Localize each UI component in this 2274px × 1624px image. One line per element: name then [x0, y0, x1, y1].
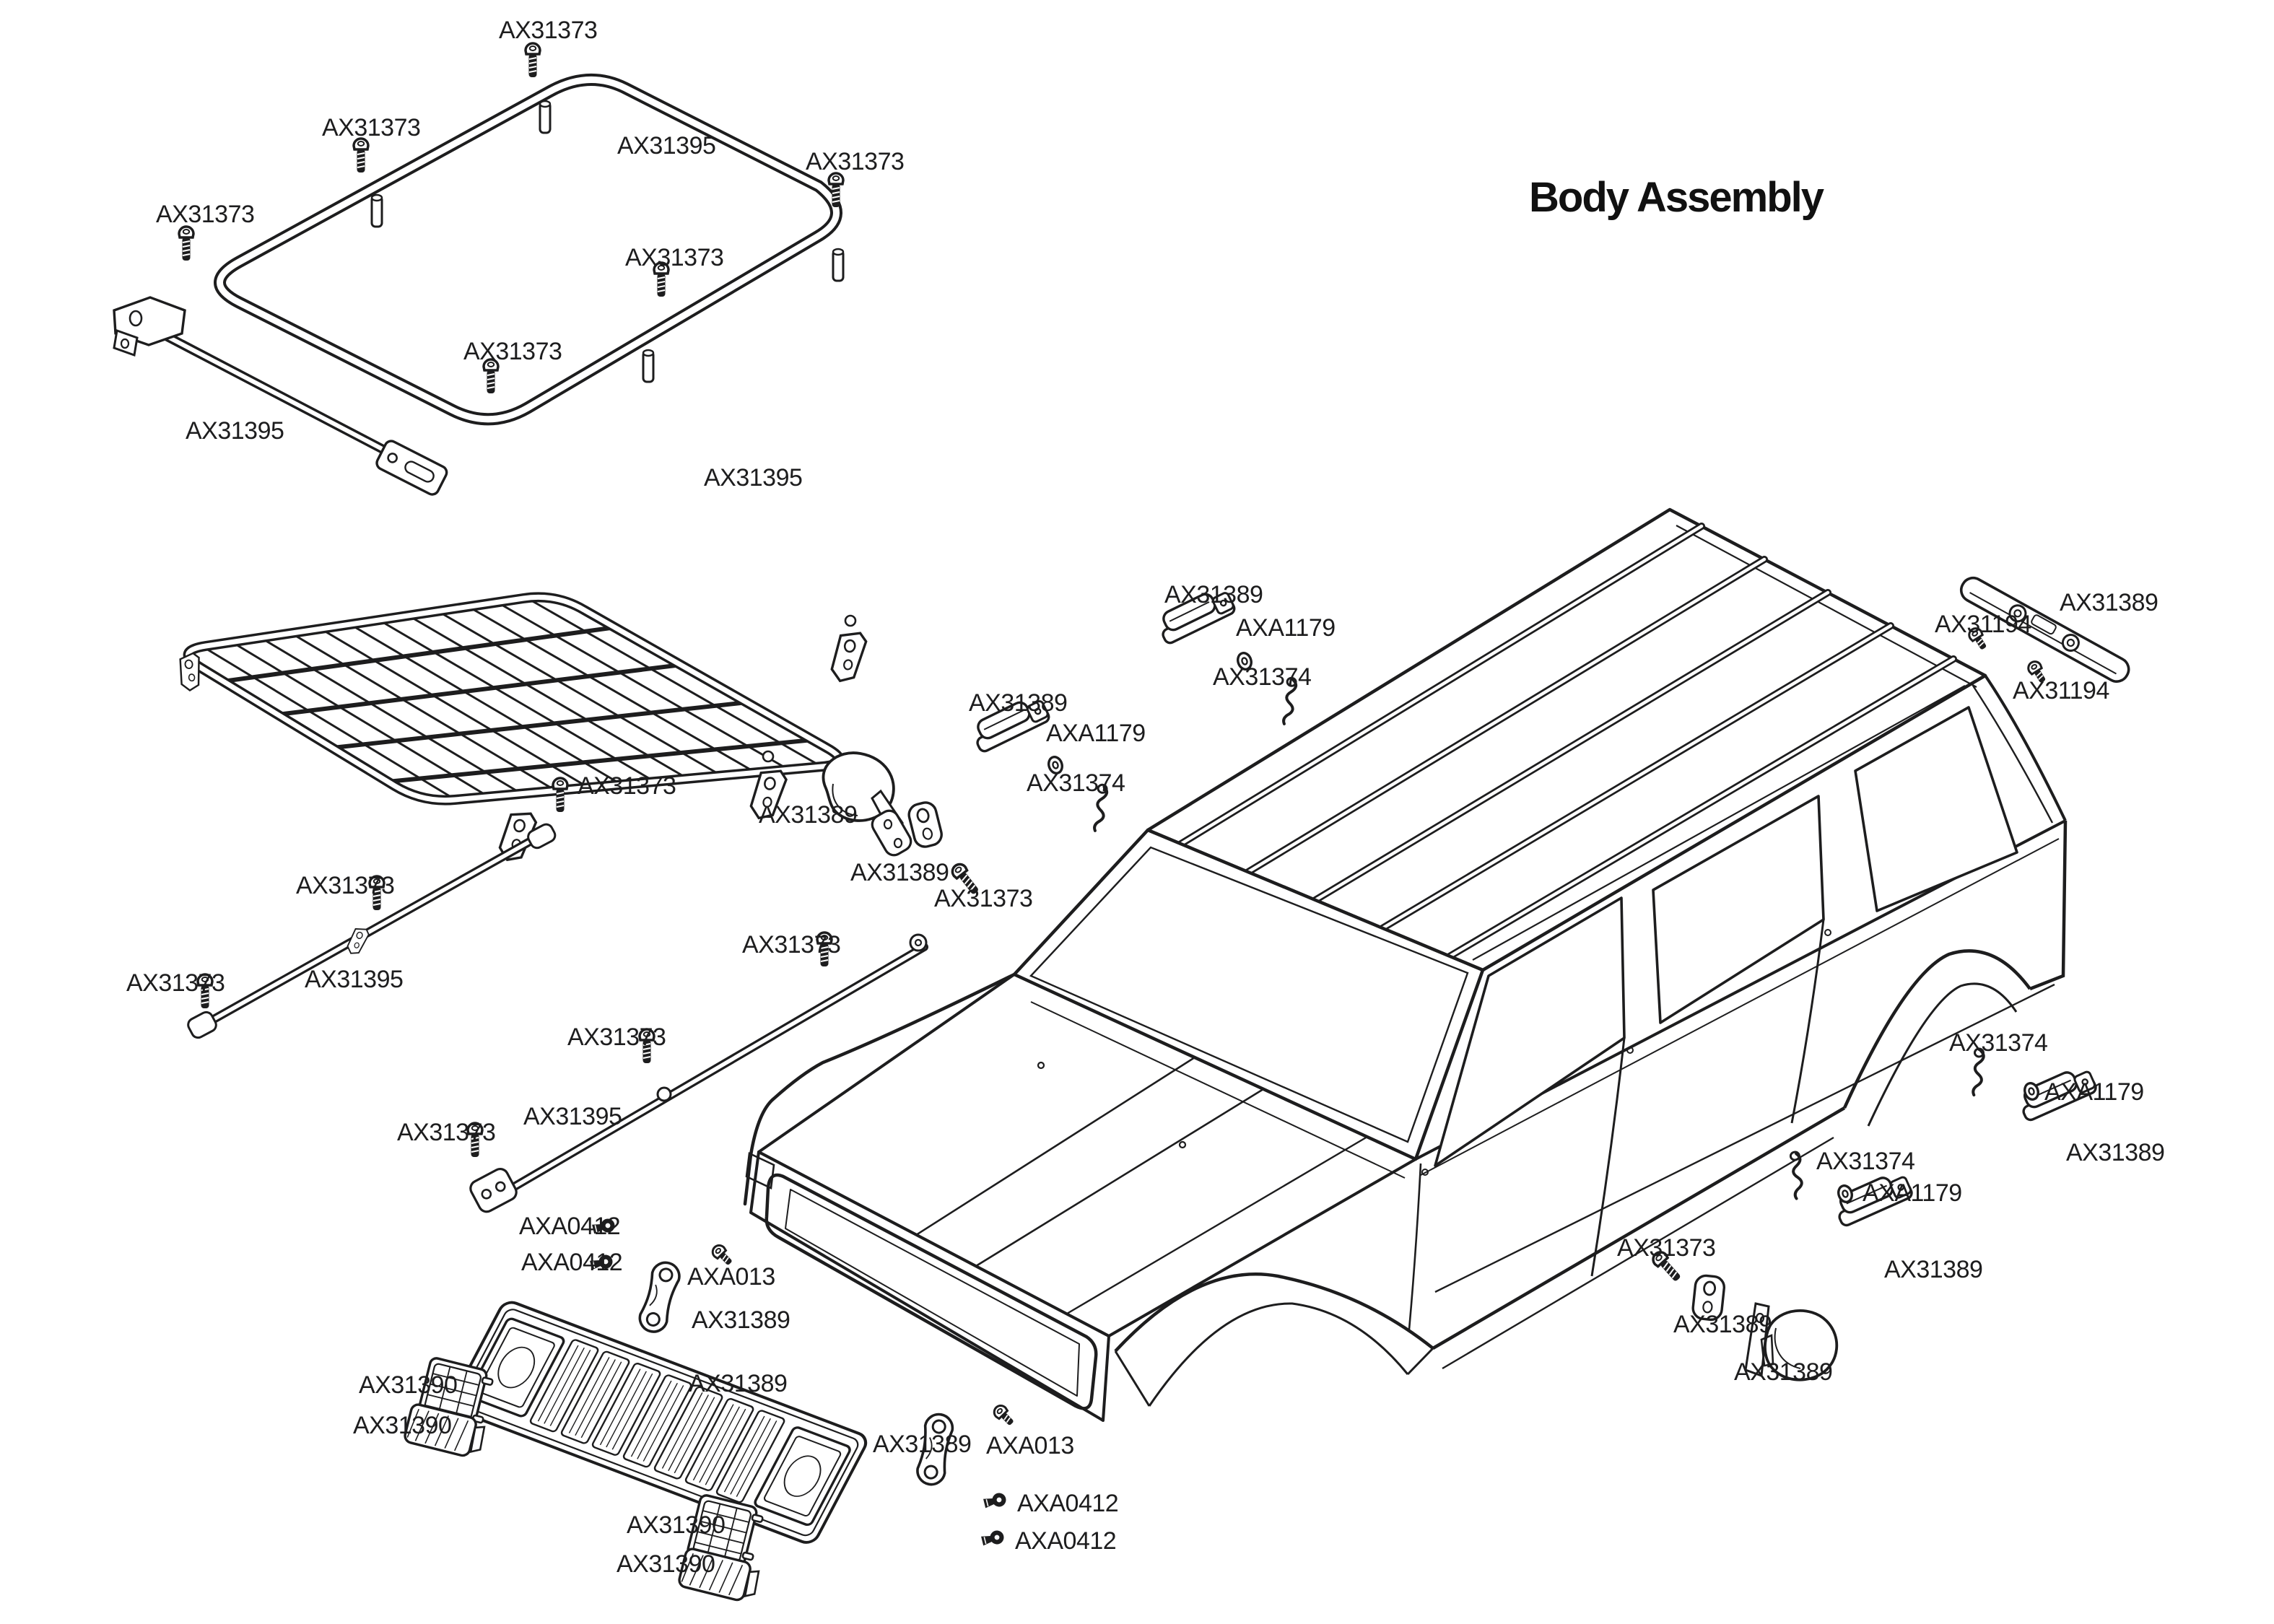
- part-label-ax31395-8: AX31395: [704, 464, 803, 492]
- screw-ax31373: [524, 42, 541, 79]
- part-label-ax31390-42: AX31390: [359, 1371, 458, 1399]
- part-label-axa0412-39: AXA0412: [521, 1249, 623, 1276]
- left-mirror-mount: [907, 801, 943, 848]
- part-label-axa0412-48: AXA0412: [1015, 1527, 1117, 1555]
- part-label-axa1179-14: AXA1179: [1236, 614, 1336, 642]
- part-label-ax31373-4: AX31373: [156, 201, 255, 228]
- part-label-ax31373-23: AX31373: [567, 1023, 666, 1051]
- part-label-ax31389-37: AX31389: [1734, 1358, 1833, 1386]
- rail-end-plate: [469, 1167, 518, 1213]
- part-label-axa013-46: AXA013: [986, 1432, 1074, 1459]
- screw-axa013: [990, 1402, 1018, 1430]
- part-label-ax31389-13: AX31389: [1164, 581, 1263, 608]
- roof-rack-frame: [214, 73, 845, 426]
- part-label-ax31373-35: AX31373: [1617, 1234, 1716, 1262]
- latch-dogbone-1: [635, 1258, 684, 1337]
- part-label-axa013-40: AXA013: [687, 1263, 775, 1291]
- part-label-ax31389-36: AX31389: [1673, 1311, 1772, 1338]
- part-label-ax31373-3: AX31373: [806, 148, 905, 175]
- part-label-ax31373-19: AX31373: [296, 872, 395, 899]
- part-label-ax31390-49: AX31390: [627, 1511, 726, 1539]
- part-label-ax31373-1: AX31373: [322, 114, 421, 141]
- part-label-ax31373-12: AX31373: [934, 885, 1033, 912]
- part-label-ax31395-24: AX31395: [523, 1103, 622, 1130]
- car-body: [743, 507, 2068, 1422]
- roof-rack-crossbar: [113, 296, 448, 496]
- part-label-ax31395-20: AX31395: [305, 966, 404, 993]
- crossbar-bracket: [113, 296, 186, 357]
- part-label-axa1179-30: AXA1179: [2044, 1078, 2144, 1106]
- part-label-ax31373-9: AX31373: [578, 772, 676, 800]
- part-label-axa0412-47: AXA0412: [1017, 1490, 1119, 1517]
- part-label-ax31389-34: AX31389: [1884, 1256, 1983, 1283]
- left-mirror: [822, 751, 912, 857]
- part-label-ax31373-22: AX31373: [742, 931, 841, 959]
- part-label-axa1179-33: AXA1179: [1863, 1179, 1962, 1207]
- screw-axa0412: [980, 1528, 1006, 1549]
- part-label-ax31389-11: AX31389: [850, 859, 949, 886]
- part-label-ax31390-43: AX31390: [353, 1412, 452, 1439]
- body-clip-4: [1789, 1150, 1805, 1200]
- page-title: Body Assembly: [1529, 174, 1824, 221]
- part-label-ax31374-15: AX31374: [1213, 663, 1312, 691]
- part-label-ax31389-45: AX31389: [873, 1431, 972, 1458]
- part-label-ax31194-28: AX31194: [2013, 677, 2109, 704]
- rack-side-rail-a: [187, 823, 557, 1039]
- part-label-axa1179-17: AXA1179: [1046, 720, 1146, 747]
- part-label-axa0412-38: AXA0412: [519, 1213, 621, 1240]
- part-label-ax31373-6: AX31373: [463, 338, 562, 365]
- part-label-ax31389-10: AX31389: [759, 801, 858, 829]
- part-label-ax31389-27: AX31389: [2060, 589, 2158, 616]
- part-label-ax31374-32: AX31374: [1816, 1148, 1915, 1175]
- screw-ax31373: [178, 225, 195, 262]
- part-label-ax31373-21: AX31373: [126, 969, 225, 997]
- roof-rails: [1177, 523, 1957, 960]
- part-label-ax31389-16: AX31389: [969, 689, 1068, 717]
- part-label-ax31373-25: AX31373: [397, 1119, 496, 1146]
- part-label-ax31389-31: AX31389: [2066, 1139, 2165, 1166]
- grille: [450, 1301, 868, 1544]
- part-label-ax31390-50: AX31390: [617, 1550, 715, 1578]
- part-label-ax31389-41: AX31389: [692, 1306, 790, 1334]
- rack-side-rail-b: [469, 933, 928, 1213]
- part-label-ax31194-26: AX31194: [1935, 611, 2031, 638]
- part-label-ax31374-18: AX31374: [1027, 769, 1125, 797]
- crossbar-end-plate: [375, 440, 448, 496]
- part-label-ax31395-7: AX31395: [186, 417, 284, 445]
- part-label-ax31373-5: AX31373: [625, 244, 724, 271]
- part-label-ax31374-29: AX31374: [1949, 1029, 2048, 1057]
- part-label-ax31373-0: AX31373: [499, 17, 598, 44]
- part-label-ax31389-44: AX31389: [689, 1370, 788, 1397]
- part-label-ax31395-2: AX31395: [617, 132, 716, 160]
- right-mirror: [1744, 1302, 1839, 1381]
- screw-ax31373: [352, 137, 370, 174]
- screw-axa0412: [982, 1490, 1009, 1511]
- right-mirror-mount: [1691, 1274, 1725, 1322]
- tail-trim: [1959, 576, 2130, 683]
